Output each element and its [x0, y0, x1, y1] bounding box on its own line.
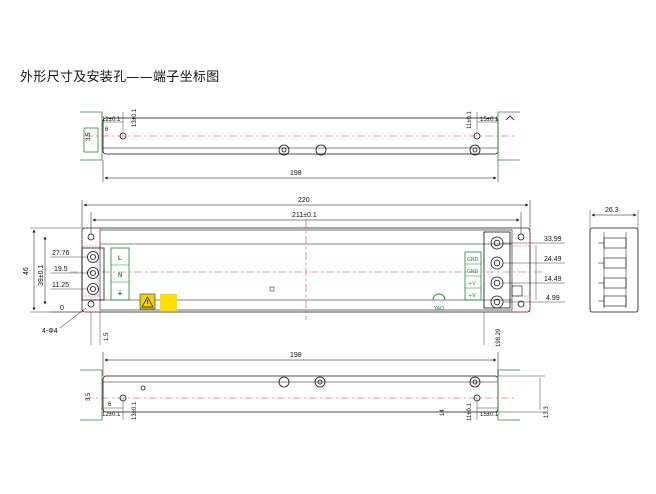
bottom-hole-left-x-label: 12±0.1 [102, 412, 121, 418]
svg-text:YAO: YAO [433, 306, 444, 312]
bottom-dim-13-3-label: 13.3 [544, 406, 550, 418]
top-hole-left-x-label: 12±0.1 [102, 117, 121, 123]
top-view [80, 111, 520, 182]
hole-height-label: 39±0.1 [38, 265, 45, 286]
right-coord-2: 14.49 [544, 276, 562, 283]
output-terminal-3 [490, 276, 504, 290]
bottom-hole-right-x-label: 15±0.1 [480, 412, 499, 418]
top-hole-left-y-label: 13±0.1 [132, 108, 138, 127]
left-coord-2: 11.25 [52, 282, 69, 289]
left-coord-0: 27.76 [52, 250, 70, 257]
warning-triangle-icon [139, 293, 156, 310]
dim-1-5-label: 1.5 [104, 332, 110, 341]
page-title: 外形尺寸及安装孔——端子坐标图 [20, 70, 220, 85]
right-coord-1: 24.49 [544, 256, 562, 263]
input-terminal-n [87, 267, 99, 279]
right-coord-0: 33.99 [544, 236, 562, 243]
overall-length-label: 220 [298, 197, 310, 204]
output-label-4: +V [468, 293, 476, 299]
bottom-view-body [102, 375, 499, 413]
height-label: 46 [23, 267, 30, 275]
left-coord-1: 19.5 [54, 266, 68, 273]
input-terminal-l [87, 251, 99, 263]
top-hole-right-x-label: 15±0.1 [480, 117, 499, 123]
output-label-1: GND [467, 257, 479, 263]
top-dim-6-label: 6 [105, 127, 109, 133]
certification-mark-icon: YAO [432, 293, 446, 312]
input-terminal-ground [87, 283, 99, 295]
input-label-l: L [118, 256, 122, 262]
hole-spacing-label: 211±0.1 [292, 212, 317, 219]
side-view-body [589, 227, 639, 313]
bottom-dim-14-label: 14 [440, 409, 446, 416]
output-terminal-4 [490, 295, 504, 309]
top-hole-right-y-label: 11±0.1 [467, 110, 473, 129]
yellow-label-sticker [160, 294, 177, 311]
top-length-label: 198 [290, 170, 302, 177]
mount-hole-br [517, 300, 525, 308]
input-label-ground: ⏚ [117, 290, 123, 297]
bottom-hole-right-y-label: 11±0.1 [467, 402, 473, 421]
bottom-dim-6-label: 6 [108, 402, 112, 408]
output-terminal-2 [490, 256, 504, 270]
mount-hole-bl [87, 300, 95, 308]
left-coord-3: 0 [60, 305, 64, 312]
mount-hole-tr [517, 233, 525, 241]
side-view [589, 210, 639, 313]
mount-hole-tl [87, 233, 95, 241]
bottom-view [80, 352, 545, 421]
right-coord-3: 4.99 [546, 295, 560, 302]
output-terminal-1 [490, 236, 504, 250]
bottom-hole-left-y-label: 13±0.1 [132, 401, 138, 420]
input-label-n: N [118, 273, 122, 279]
output-label-3: +V [468, 281, 476, 287]
output-label-2: GND [467, 269, 479, 275]
top-right-hole [473, 132, 481, 140]
bottom-dim-3-5-label: 3.5 [86, 392, 92, 401]
top-left-hole [119, 132, 127, 140]
main-view [30, 200, 565, 345]
top-dim-3-5-label: 3.5 [86, 132, 92, 141]
bottom-length-label: 198 [290, 352, 302, 359]
dim-198-29-label: 198.29 [496, 328, 502, 347]
holes-label: 4-Φ4 [42, 328, 58, 335]
side-width-label: 26.3 [605, 207, 619, 214]
